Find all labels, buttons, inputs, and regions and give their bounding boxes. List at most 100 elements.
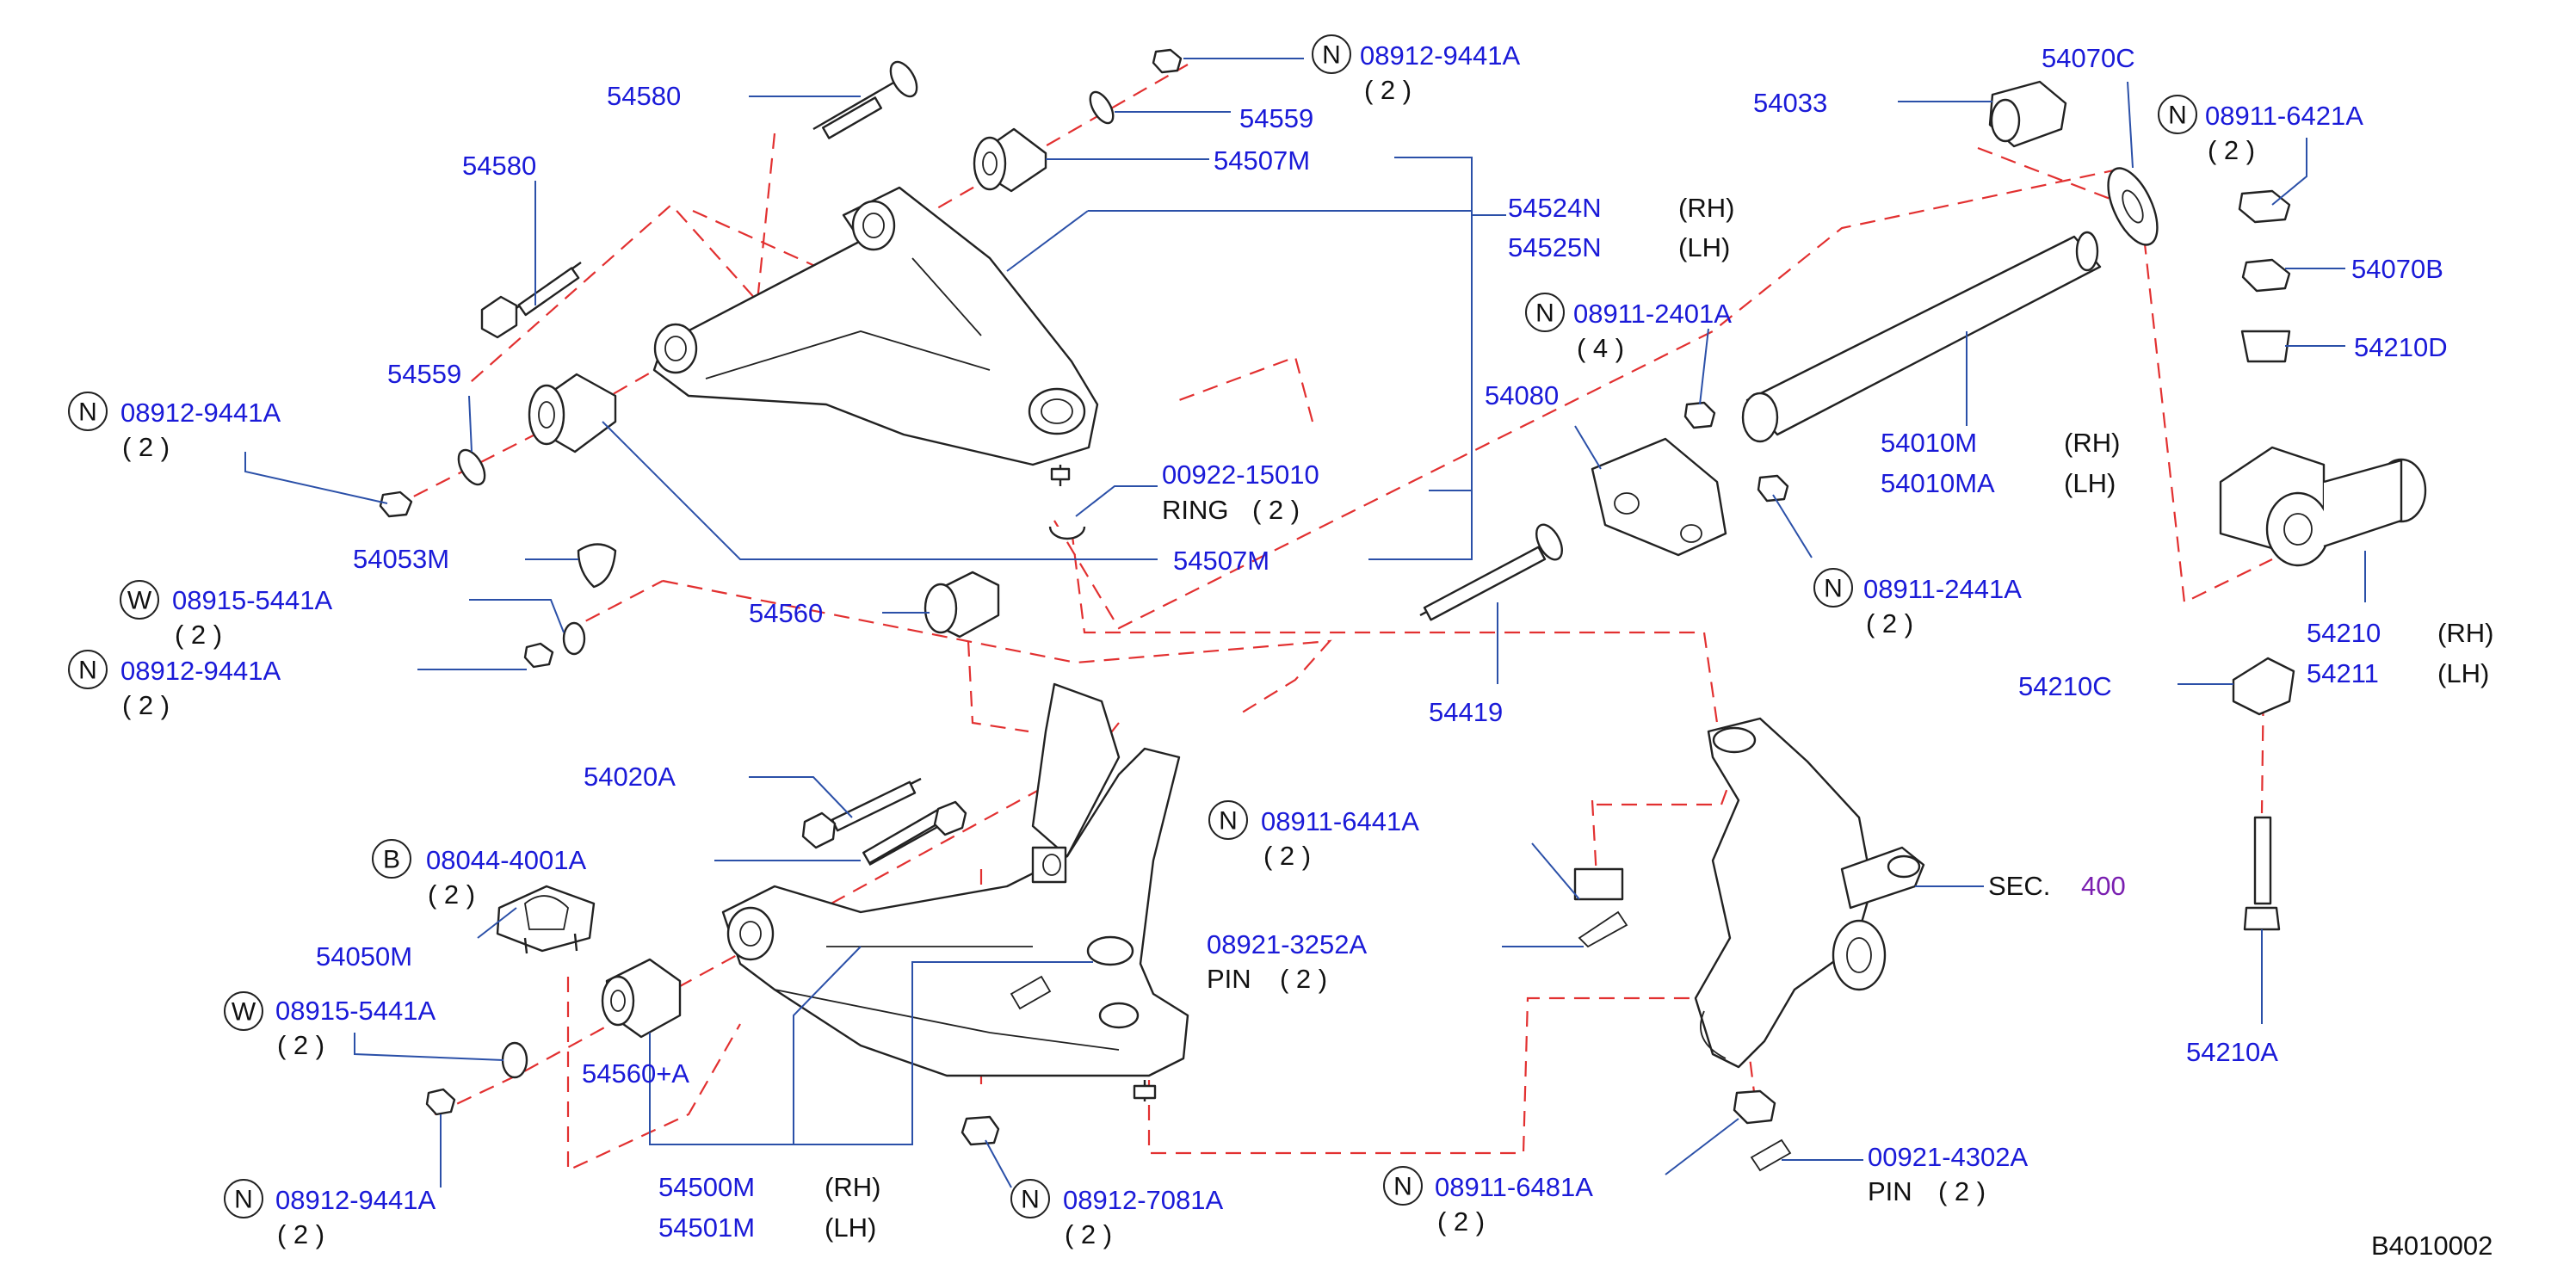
lower-control-arm [721, 682, 1189, 1101]
leader-lines [244, 58, 2366, 1188]
nut-stack-top [2238, 189, 2291, 224]
bushing-upper-top [973, 127, 1047, 193]
qty-c42: ( 2 ) [1938, 1176, 1986, 1206]
steering-knuckle [1694, 717, 1925, 1069]
stabilizer-bolt-54210a [2243, 816, 2281, 931]
bushing-54210c [2232, 657, 2295, 716]
label-c17: 54070C [2042, 43, 2135, 73]
label-c42: 00921-4302A [1868, 1142, 2028, 1172]
label-c28: 54210C [2018, 671, 2112, 701]
label-c05: 54580 [462, 151, 536, 181]
label-c36: 54560+A [582, 1058, 689, 1089]
label-c38: 54500M [658, 1172, 755, 1202]
label-c40: 08912-7081A [1063, 1185, 1223, 1215]
label-c41: 08911-6481A [1435, 1172, 1593, 1202]
qty-c10: ( 2 ) [1252, 495, 1300, 525]
side-c27: (LH) [2437, 658, 2489, 688]
washer-lower-left [501, 1041, 528, 1079]
sym-c31: B [383, 846, 400, 874]
part-drawings [379, 48, 2427, 1172]
compression-rod [1741, 231, 2102, 443]
label-c06: 54524N [1508, 193, 1602, 223]
washer-mid-left [562, 621, 586, 656]
label-c15: 54560 [749, 598, 823, 628]
stabilizer-link-bushing [2219, 446, 2427, 567]
side-c24: (LH) [2064, 468, 2116, 498]
qty-c32: ( 2 ) [1263, 841, 1311, 871]
upper-arm-bolt-left [480, 262, 582, 339]
qty-c31: ( 2 ) [428, 879, 475, 910]
nut-knuckle-upper [1573, 867, 1624, 901]
label-c26: 54210 [2307, 618, 2381, 648]
bolt-54419 [1419, 523, 1563, 621]
side-c26: (RH) [2437, 618, 2493, 648]
stabilizer-bushing-54033 [1988, 80, 2067, 148]
sec-prefix: SEC. [1988, 871, 2050, 901]
qty-c02: ( 2 ) [1364, 75, 1412, 105]
label-c13: 08915-5441A [172, 585, 332, 615]
bushing-lower-mid [924, 571, 1000, 638]
label-c09: 08912-9441A [120, 398, 281, 428]
label-c31: 08044-4001A [426, 845, 586, 875]
sym-c14: N [78, 657, 97, 685]
lower-arm-bolt-upper [801, 777, 922, 849]
label-c19: 54070B [2351, 254, 2443, 284]
lower-arm-bolt-lower [862, 800, 967, 867]
qty-c25: ( 2 ) [1866, 608, 1913, 638]
qty-c41: ( 2 ) [1437, 1206, 1485, 1237]
sym-c18: N [2168, 102, 2187, 130]
qty-c13: ( 2 ) [175, 620, 222, 650]
nut-knuckle-lower [1733, 1089, 1776, 1125]
symbol-circles: N N W N N N N B N W N N N [68, 34, 2197, 1218]
sym-c41: N [1393, 1173, 1412, 1201]
label-c35: 08915-5441A [275, 996, 436, 1026]
label-c32: 08911-6441A [1261, 806, 1419, 836]
label-c24: 54010MA [1881, 468, 1995, 498]
sym-c09: N [78, 398, 97, 427]
washer-top [1089, 90, 1115, 125]
sym-c32: N [1219, 807, 1238, 836]
washer-54070c [2107, 167, 2159, 246]
label-c43: 54210A [2186, 1037, 2278, 1067]
label-c30: 54020A [584, 762, 676, 792]
extra-c10: RING [1162, 495, 1229, 525]
upper-control-arm [652, 186, 1099, 486]
label-c25: 08911-2441A [1863, 574, 2022, 604]
pin-knuckle-upper [1578, 910, 1628, 948]
extra-c42: PIN [1868, 1176, 1912, 1206]
pin-knuckle-lower [1750, 1138, 1792, 1172]
side-c07: (LH) [1678, 232, 1730, 262]
nut-stack-mid [2241, 258, 2291, 293]
qty-c40: ( 2 ) [1065, 1219, 1112, 1249]
label-c22: 54080 [1485, 380, 1559, 410]
extra-c34: PIN [1207, 964, 1251, 994]
nut-lower-mid [961, 1115, 1000, 1146]
sym-c40: N [1021, 1186, 1040, 1214]
side-c38: (RH) [825, 1172, 880, 1202]
bushing-upper-left [528, 373, 617, 453]
sym-c13: W [127, 587, 152, 615]
qty-c14: ( 2 ) [122, 690, 170, 720]
label-c12: 54507M [1173, 546, 1269, 576]
rebound-bumper [496, 885, 596, 954]
upper-arm-bolt-top [812, 60, 918, 139]
qty-c21: ( 4 ) [1577, 333, 1624, 363]
sym-c35: W [232, 998, 256, 1027]
label-c21: 08911-2401A [1573, 299, 1732, 329]
pin-lower-arm [1010, 975, 1052, 1010]
washer-left [457, 448, 486, 486]
bushing-lower-left [601, 958, 682, 1039]
label-c39: 54501M [658, 1212, 755, 1243]
sec-number: 400 [2081, 871, 2126, 901]
part-labels: 54580 08912-9441A ( 2 ) 54559 54507M 545… [120, 40, 2493, 1261]
bump-stop [577, 543, 617, 589]
label-c03: 54559 [1239, 103, 1313, 133]
sym-c02: N [1322, 41, 1341, 70]
label-c27: 54211 [2307, 658, 2379, 688]
label-c14: 08912-9441A [120, 656, 281, 686]
nut-top [1152, 48, 1183, 74]
qty-c37: ( 2 ) [277, 1219, 324, 1249]
nut-bracket-top [1683, 401, 1716, 429]
qty-c35: ( 2 ) [277, 1030, 324, 1060]
